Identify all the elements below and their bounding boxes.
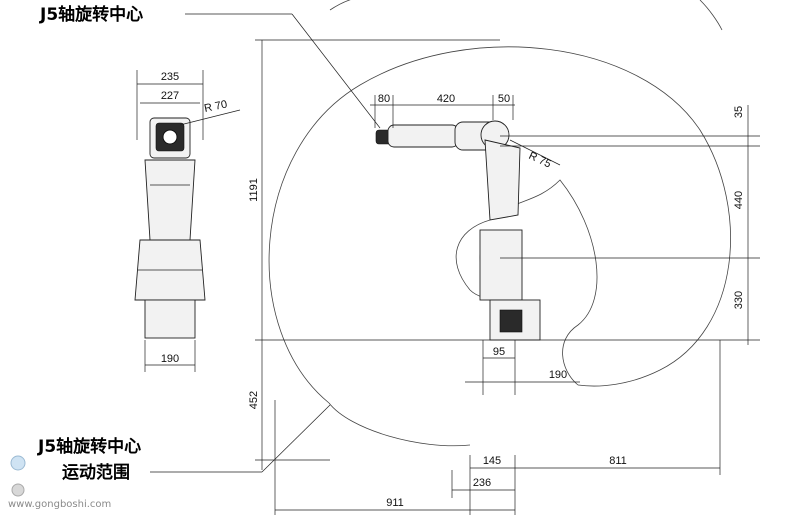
dim-front-r70: R 70 xyxy=(203,98,228,115)
dim-front-235: 235 xyxy=(161,71,179,83)
callout-j5-center-top: J5轴旋转中心 xyxy=(39,4,143,25)
dim-bottom-145: 145 xyxy=(483,455,501,467)
motion-range-envelope xyxy=(268,0,731,447)
watermark-site: www.gongboshi.com xyxy=(8,499,111,510)
dim-right-330: 330 xyxy=(733,291,745,309)
dim-bottom-236: 236 xyxy=(473,477,491,489)
dim-left-452: 452 xyxy=(248,391,260,409)
dim-base-190: 190 xyxy=(549,369,567,381)
dim-front-190: 190 xyxy=(161,353,179,365)
dim-right-440: 440 xyxy=(733,191,745,209)
dim-bottom-811: 811 xyxy=(609,455,627,467)
dim-arm-420: 420 xyxy=(437,93,455,105)
dim-base-95: 95 xyxy=(493,346,505,358)
dim-right-35: 35 xyxy=(733,106,745,118)
dim-front-227: 227 xyxy=(161,90,179,102)
front-view-robot xyxy=(134,117,206,339)
watermark-logo xyxy=(10,455,26,497)
side-view-robot xyxy=(375,120,541,341)
dim-bottom-911: 911 xyxy=(386,497,404,509)
side-view-dimensions xyxy=(255,39,760,515)
callout-j5-center-bottom: J5轴旋转中心 xyxy=(37,436,141,457)
callout-motion-range: 运动范围 xyxy=(62,462,130,483)
front-view-dimensions xyxy=(136,70,241,372)
dim-arm-80: 80 xyxy=(378,93,390,105)
callout-leaders xyxy=(150,13,381,473)
dim-side-r75: R 75 xyxy=(527,150,553,171)
dim-arm-50: 50 xyxy=(498,93,510,105)
dim-left-1191: 1191 xyxy=(248,178,260,202)
